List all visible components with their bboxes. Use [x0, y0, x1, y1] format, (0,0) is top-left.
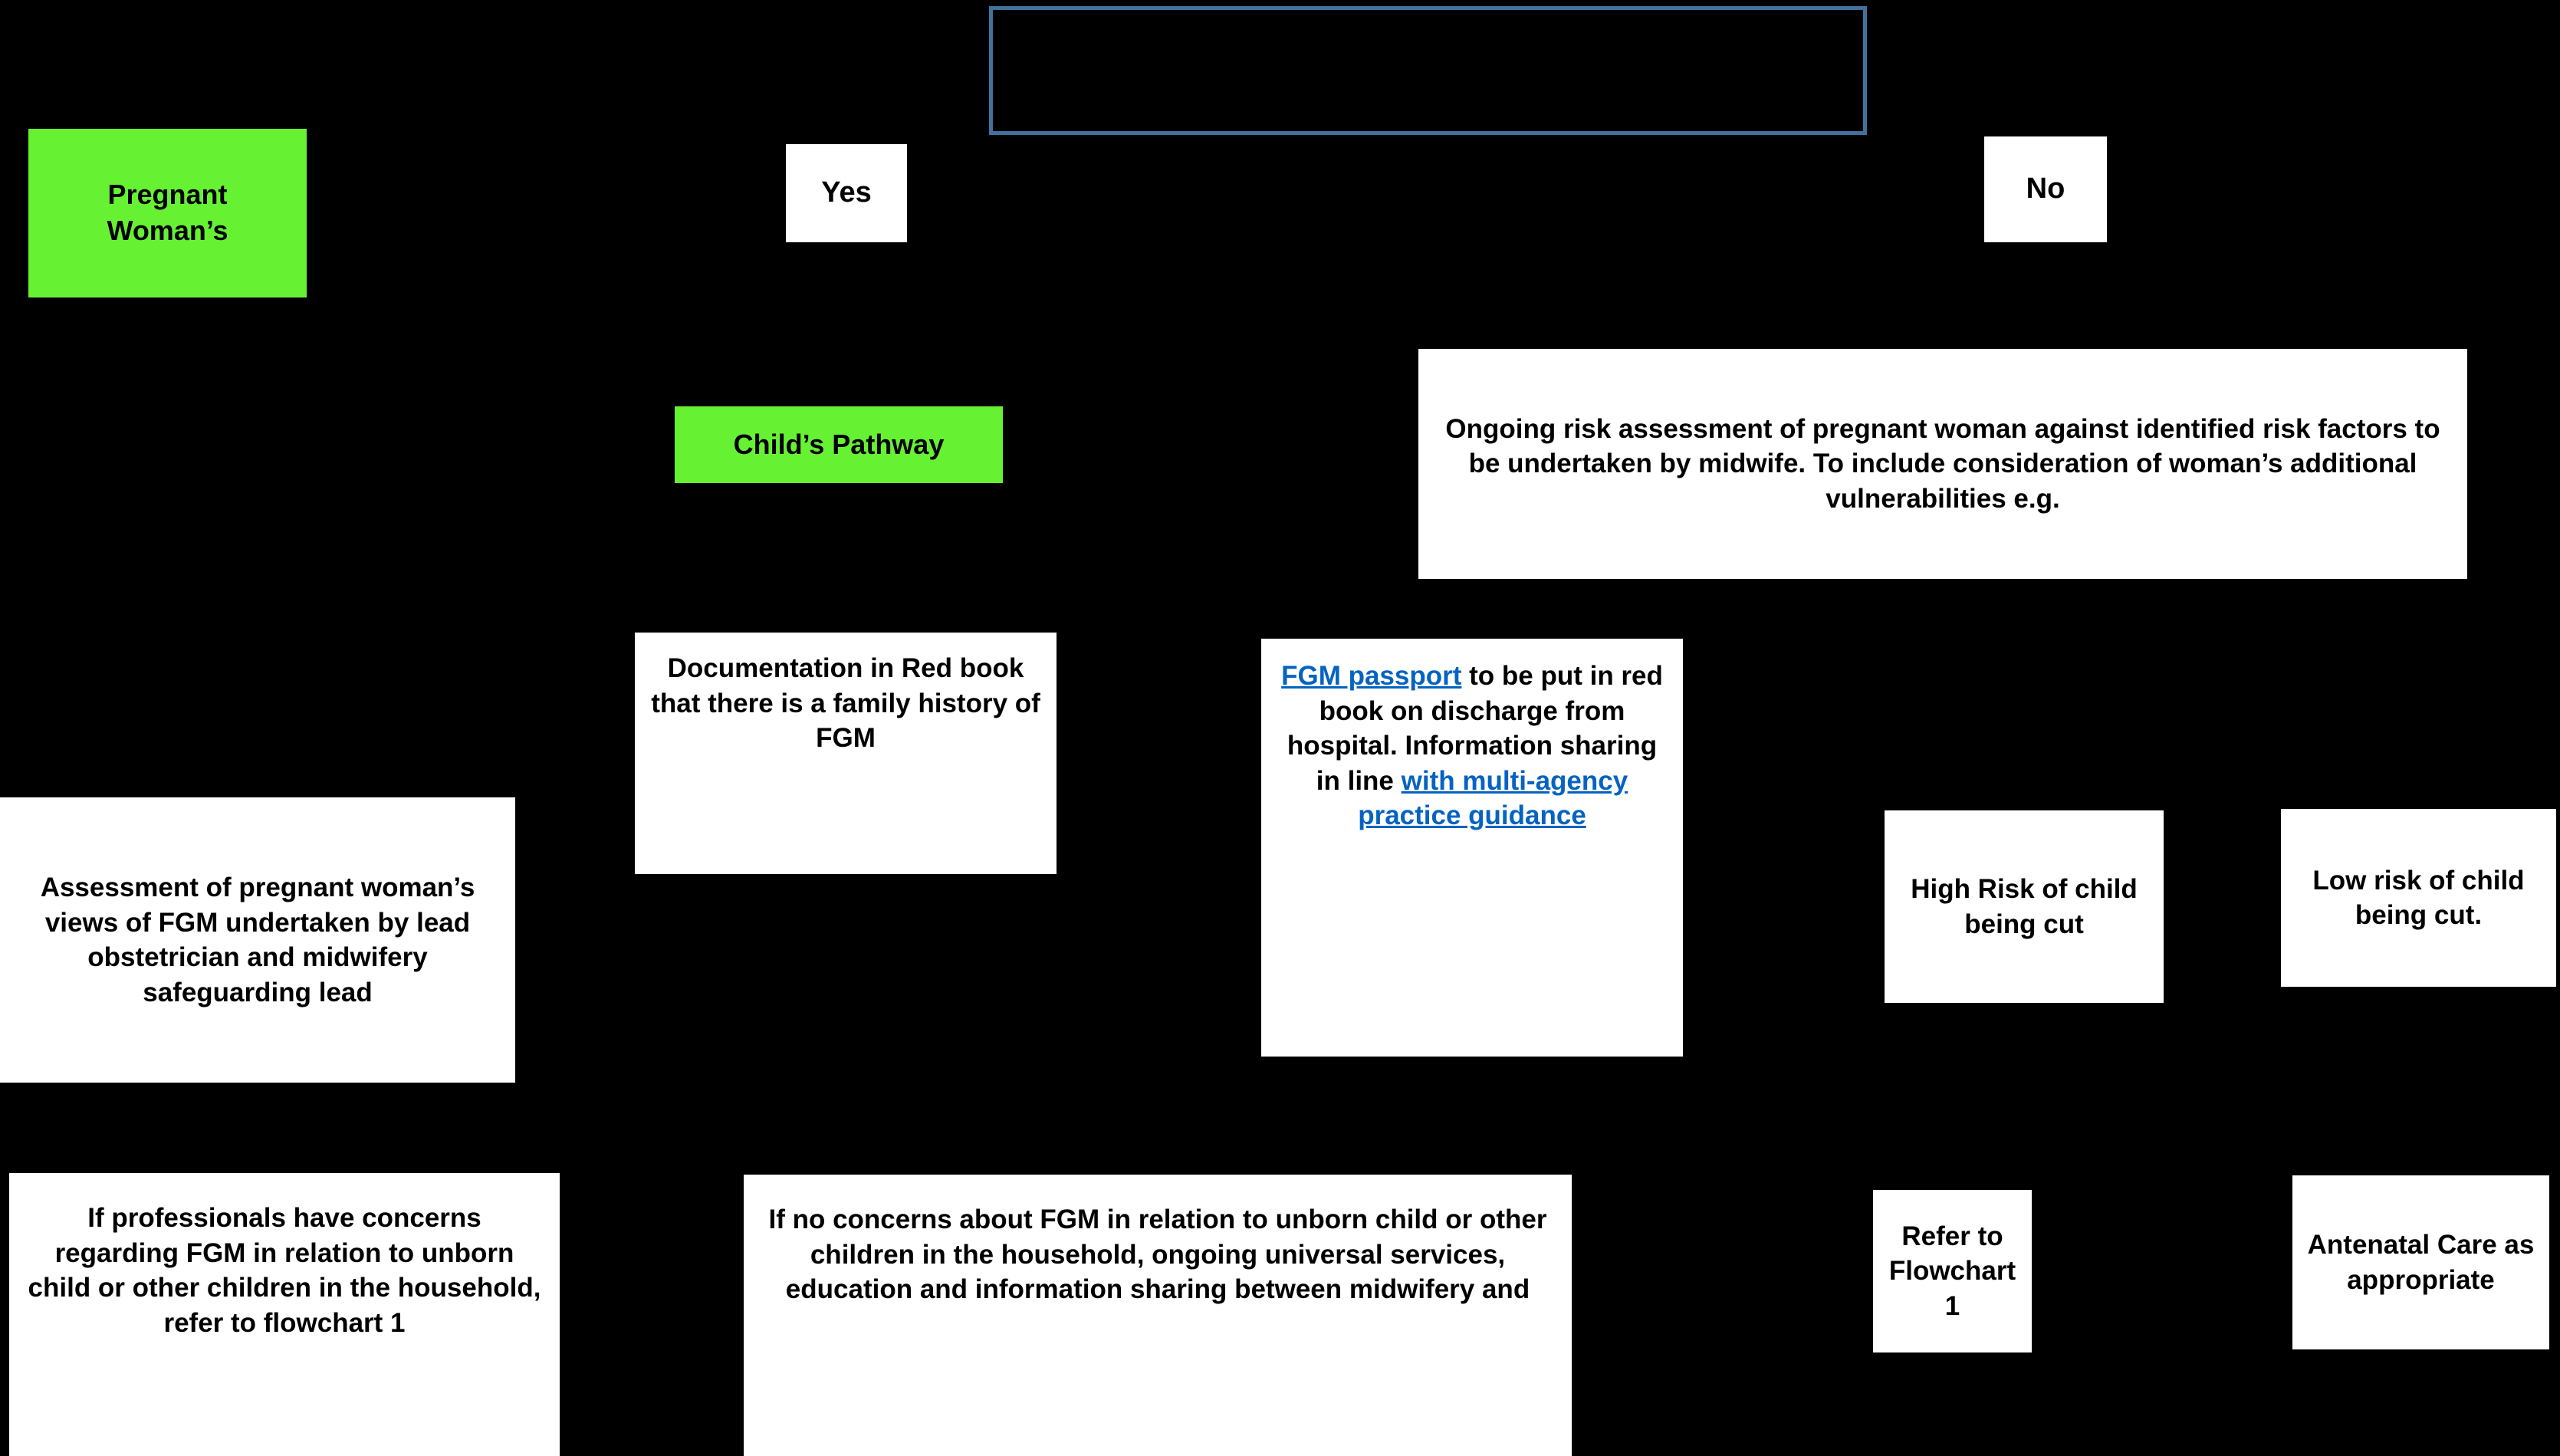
node-fgm-passport-mid: to be put in red book on discharge from … [1287, 661, 1663, 796]
node-high-risk: High Risk of child being cut [1885, 810, 2164, 1003]
node-yes-label-text: Yes [821, 176, 872, 209]
multi-agency-practice-guidance-link[interactable]: with multi-agency practice guidance [1358, 765, 1628, 831]
node-fgm-passport: FGM passport to be put in red book on di… [1261, 639, 1683, 1057]
top-outline-box [989, 6, 1867, 135]
node-professionals-concerns-text: If professionals have concerns regarding… [28, 1203, 541, 1338]
node-refer-flowchart-1: Refer to Flowchart 1 [1873, 1190, 2032, 1352]
node-ongoing-risk-assessment-text: Ongoing risk assessment of pregnant woma… [1445, 413, 2440, 514]
node-assessment-pregnant-woman: Assessment of pregnant woman’s views of … [0, 797, 515, 1083]
node-yes-label: Yes [786, 144, 907, 242]
node-no-label: No [1984, 136, 2107, 242]
node-high-risk-text: High Risk of child being cut [1911, 874, 2138, 939]
node-low-risk-text: Low risk of child being cut. [2312, 865, 2525, 931]
node-no-concerns: If no concerns about FGM in relation to … [744, 1175, 1572, 1456]
node-ongoing-risk-assessment: Ongoing risk assessment of pregnant woma… [1418, 349, 2467, 579]
node-assessment-pregnant-woman-text: Assessment of pregnant woman’s views of … [40, 873, 475, 1007]
node-documentation-red-book: Documentation in Red book that there is … [635, 633, 1057, 874]
node-no-concerns-text: If no concerns about FGM in relation to … [768, 1205, 1547, 1304]
node-childs-pathway-text: Child’s Pathway [733, 428, 945, 460]
node-no-label-text: No [2026, 173, 2065, 205]
node-documentation-red-book-text: Documentation in Red book that there is … [651, 653, 1040, 753]
node-refer-flowchart-1-text: Refer to Flowchart 1 [1888, 1221, 2016, 1321]
node-childs-pathway: Child’s Pathway [675, 406, 1003, 483]
node-antenatal-care: Antenatal Care as appropriate [2292, 1175, 2549, 1349]
node-professionals-concerns: If professionals have concerns regarding… [9, 1173, 560, 1456]
node-antenatal-care-text: Antenatal Care as appropriate [2307, 1230, 2535, 1295]
fgm-passport-link[interactable]: FGM passport [1281, 661, 1462, 691]
node-low-risk: Low risk of child being cut. [2281, 809, 2556, 987]
node-fgm-passport-text: FGM passport to be put in red book on di… [1278, 659, 1666, 833]
